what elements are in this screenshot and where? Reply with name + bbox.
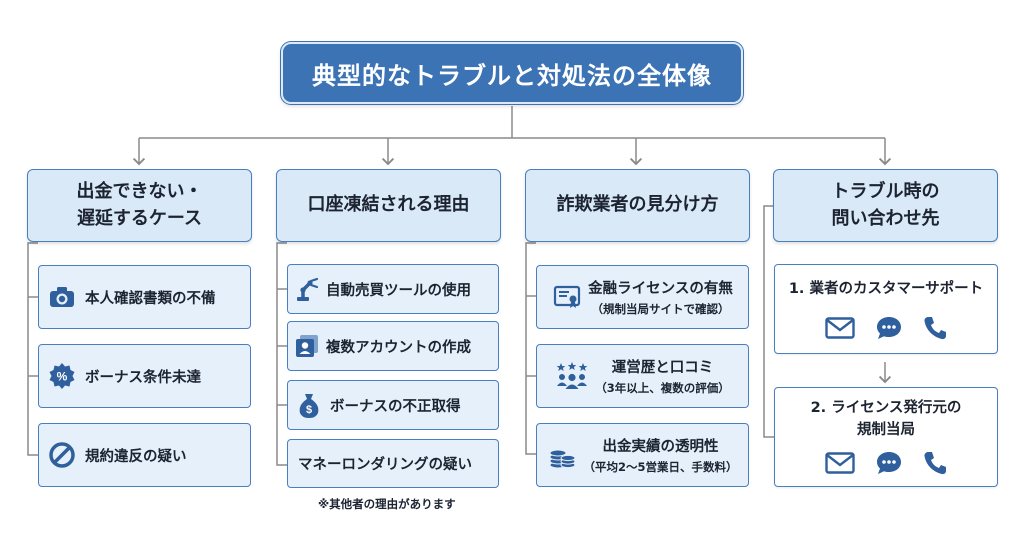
percent-badge-icon: % [47, 362, 77, 390]
camera-icon [47, 285, 77, 309]
header-line: 出金できない・ [76, 181, 203, 203]
phone-icon [923, 450, 947, 484]
header-line: 問い合わせ先 [831, 207, 940, 229]
item-multiple-accounts: 複数アカウントの作成 [287, 321, 499, 371]
prohibited-icon [47, 441, 77, 469]
item-sublabel: （規制当局サイトで確認） [591, 302, 730, 316]
header-line: 詐欺業者の見分け方 [556, 194, 719, 216]
item-label: 出金実績の透明性 [602, 439, 719, 455]
item-label: 規約違反の疑い [85, 448, 187, 465]
chat-icon [875, 315, 903, 349]
item-track-record-reviews: 運営歴と口コミ （3年以上、複数の評価） [536, 344, 749, 408]
item-label: 複数アカウントの作成 [326, 339, 471, 356]
item-id-document-issue: 本人確認書類の不備 [38, 265, 251, 329]
item-bonus-fraud: $ ボーナスの不正取得 [287, 380, 499, 430]
robot-arm-icon [294, 276, 320, 302]
mail-icon [825, 451, 855, 482]
community-rating-icon [555, 362, 589, 390]
column-header-scam-detection: 詐欺業者の見分け方 [525, 169, 750, 242]
certificate-icon [552, 284, 582, 310]
item-label: マネーロンダリングの疑い [298, 457, 472, 473]
svg-text:$: $ [306, 404, 312, 416]
item-label: ボーナス条件未達 [85, 369, 201, 386]
money-bag-icon: $ [296, 391, 322, 419]
diagram-title: 典型的なトラブルと対処法の全体像 [281, 42, 743, 104]
column-header-contacts: トラブル時の 問い合わせ先 [773, 169, 998, 242]
item-financial-license: 金融ライセンスの有無 （規制当局サイトで確認） [536, 265, 749, 329]
column-header-withdrawal-issues: 出金できない・ 遅延するケース [27, 169, 252, 242]
contact-label: 1. 業者のカスタマーサポート [788, 281, 984, 297]
header-line: トラブル時の [831, 181, 940, 203]
column-header-account-freeze: 口座凍結される理由 [276, 169, 501, 242]
header-line: 遅延するケース [76, 207, 203, 229]
contact-broker-support: 1. 業者のカスタマーサポート [774, 264, 998, 354]
item-label: 本人確認書類の不備 [85, 290, 216, 307]
contact-regulator: 2. ライセンス発行元の 規制当局 [774, 387, 998, 487]
item-bonus-condition: % ボーナス条件未達 [38, 344, 251, 408]
contact-label: 2. ライセンス発行元の [810, 400, 962, 416]
header-line: 口座凍結される理由 [307, 194, 470, 216]
item-sublabel: （平均2〜5営業日、手数料） [583, 460, 738, 474]
item-sublabel: （3年以上、複数の評価） [595, 381, 730, 395]
chat-icon [875, 450, 903, 484]
item-label: 自動売買ツールの使用 [326, 282, 471, 299]
footnote: ※其他者の理由があります [318, 497, 456, 511]
item-auto-trading-tool: 自動売買ツールの使用 [287, 264, 499, 314]
item-withdrawal-transparency: 出金実績の透明性 （平均2〜5営業日、手数料） [536, 423, 749, 487]
item-label: ボーナスの不正取得 [330, 398, 461, 415]
item-label: 金融ライセンスの有無 [588, 281, 733, 297]
item-terms-violation: 規約違反の疑い [38, 423, 251, 487]
contact-label: 規制当局 [857, 421, 915, 438]
mail-icon [825, 317, 855, 347]
accounts-icon [294, 333, 320, 359]
coin-stack-icon [547, 441, 577, 469]
svg-text:%: % [57, 370, 68, 384]
phone-icon [923, 315, 947, 349]
item-label: 運営歴と口コミ [611, 360, 714, 376]
item-money-laundering: マネーロンダリングの疑い [287, 439, 499, 488]
